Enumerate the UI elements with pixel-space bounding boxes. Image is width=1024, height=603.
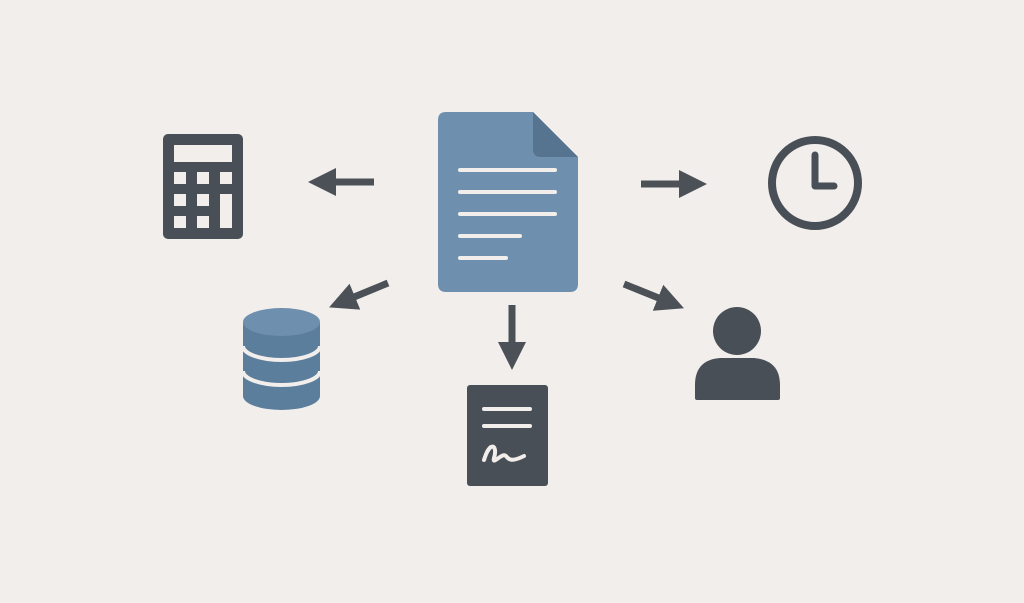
signed-document-icon xyxy=(467,385,548,486)
arrows xyxy=(308,168,707,370)
arrow-down-right xyxy=(622,280,684,311)
document-icon xyxy=(438,112,578,292)
calculator-icon xyxy=(163,134,243,239)
user-icon xyxy=(695,307,780,400)
clock-icon xyxy=(768,136,862,230)
database-icon xyxy=(241,308,322,410)
arrow-down-left xyxy=(329,279,390,310)
